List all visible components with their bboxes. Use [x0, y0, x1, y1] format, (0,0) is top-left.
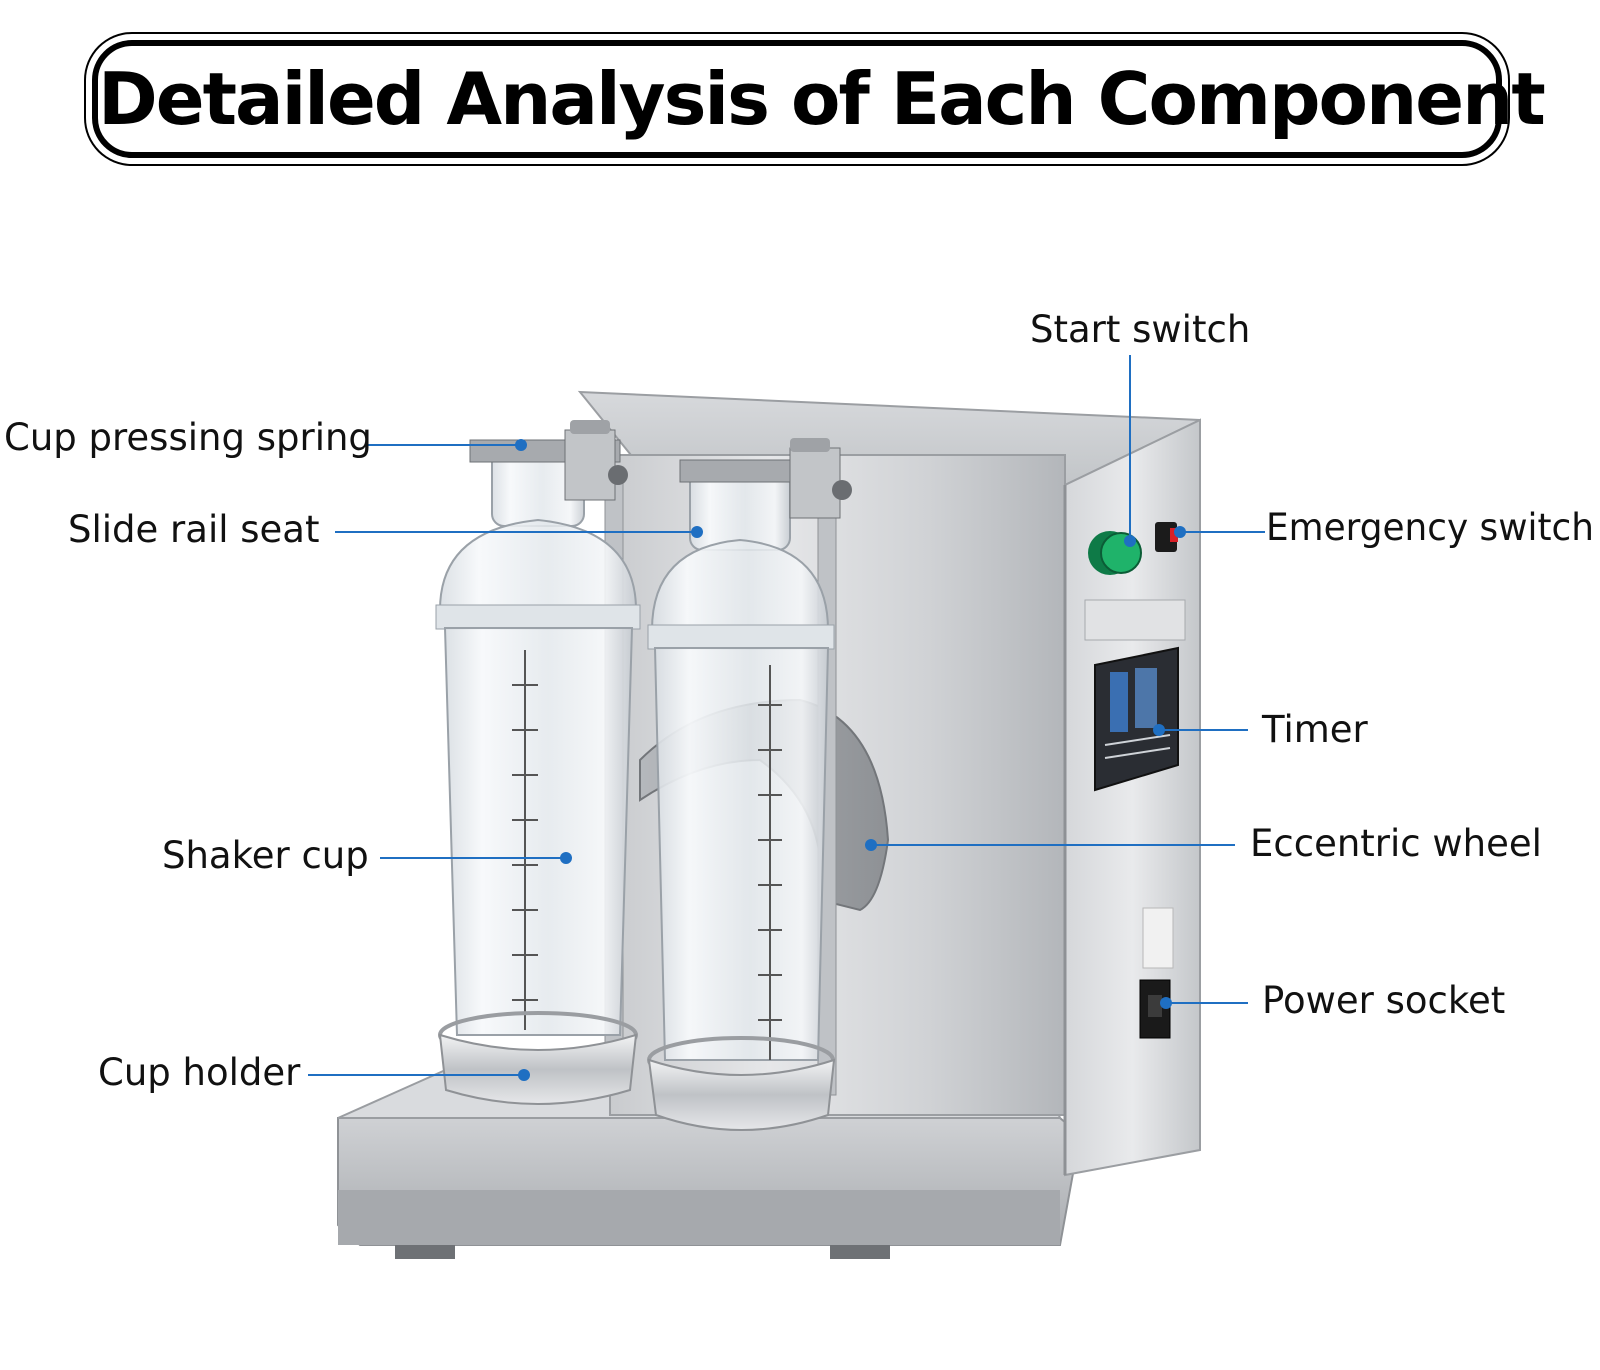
label-timer: Timer [1261, 708, 1369, 751]
label-start-switch: Start switch [1030, 308, 1250, 351]
milk-tea-shaker-machine [337, 390, 1201, 1259]
page-title: Detailed Analysis of Each Component [98, 57, 1546, 141]
label-power-socket: Power socket [1262, 979, 1505, 1022]
title-banner: Detailed Analysis of Each Component [92, 40, 1546, 158]
label-cup-pressing-spring: Cup pressing spring [4, 416, 372, 459]
shaker-cup-right [647, 469, 835, 1061]
label-shaker-cup: Shaker cup [162, 834, 369, 877]
base-foot-right [830, 1245, 890, 1259]
cup-holder-right [647, 1036, 836, 1131]
label-cup-holder: Cup holder [98, 1051, 301, 1094]
base-foot-left [395, 1245, 455, 1259]
shaker-cup-left [435, 447, 641, 1036]
cup-holder-left [438, 1011, 638, 1105]
label-emergency-switch: Emergency switch [1266, 506, 1594, 549]
base-plate-front-edge [338, 1190, 1060, 1245]
cup-pressing-spring-right [679, 438, 852, 519]
spec-plate [1084, 599, 1186, 641]
socket-label [1142, 907, 1174, 969]
label-eccentric-wheel: Eccentric wheel [1250, 822, 1542, 865]
label-slide-rail-seat: Slide rail seat [68, 508, 319, 551]
